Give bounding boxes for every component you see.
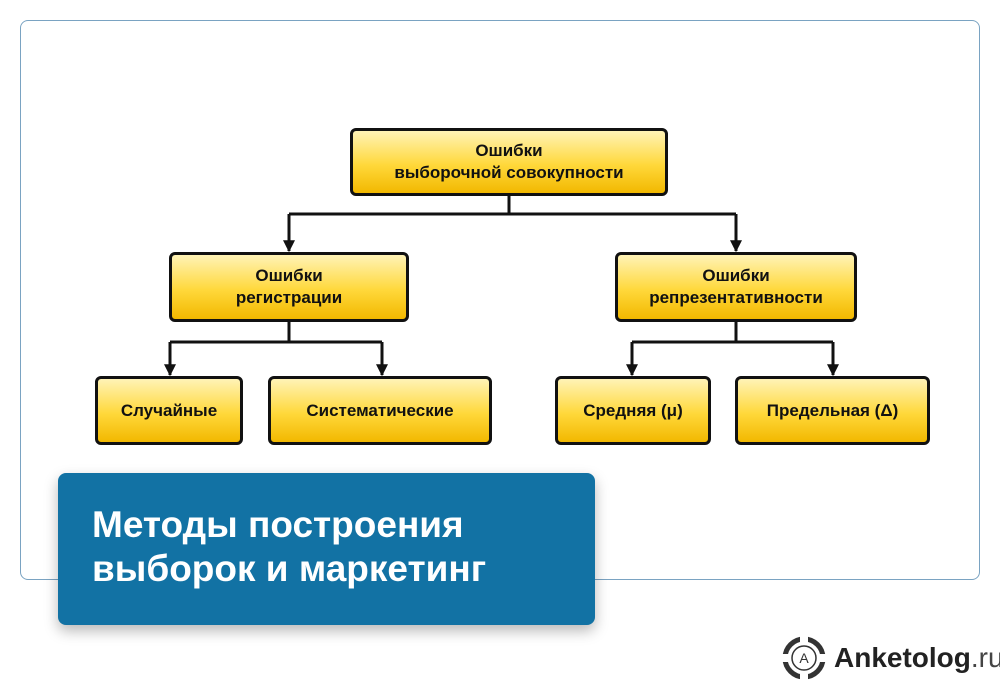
brand-domain: .ru (970, 642, 1000, 673)
node-registration-errors-line1: Ошибки (255, 266, 323, 285)
node-random-label: Случайные (120, 400, 218, 420)
node-registration-errors: Ошибки регистрации (169, 252, 409, 322)
node-registration-errors-line2: регистрации (235, 288, 343, 307)
node-representativeness-errors-line2: репрезентативности (649, 288, 823, 307)
node-representativeness-errors: Ошибки репрезентативности (615, 252, 857, 322)
node-systematic-label: Систематические (306, 400, 454, 420)
title-banner: Методы построения выборок и маркетинг (58, 473, 595, 625)
banner-title-line1: Методы построения (92, 504, 464, 545)
brand-logo[interactable]: A Anketolog.ru (782, 636, 1000, 680)
node-representativeness-errors-line1: Ошибки (702, 266, 770, 285)
anketolog-logo-icon: A (782, 636, 826, 680)
node-sampling-errors: Ошибки выборочной совокупности (350, 128, 668, 196)
node-mean-label: Средняя (μ) (583, 400, 683, 420)
node-random: Случайные (95, 376, 243, 445)
svg-text:A: A (799, 650, 809, 666)
brand-name-main: Anketolog (834, 642, 971, 673)
node-systematic: Систематические (268, 376, 492, 445)
node-mean: Средняя (μ) (555, 376, 711, 445)
node-sampling-errors-line1: Ошибки (475, 141, 543, 160)
node-marginal: Предельная (Δ) (735, 376, 930, 445)
node-sampling-errors-line2: выборочной совокупности (394, 163, 624, 182)
node-marginal-label: Предельная (Δ) (766, 400, 899, 420)
banner-title-line2: выборок и маркетинг (92, 548, 487, 589)
brand-name: Anketolog.ru (834, 642, 1000, 674)
